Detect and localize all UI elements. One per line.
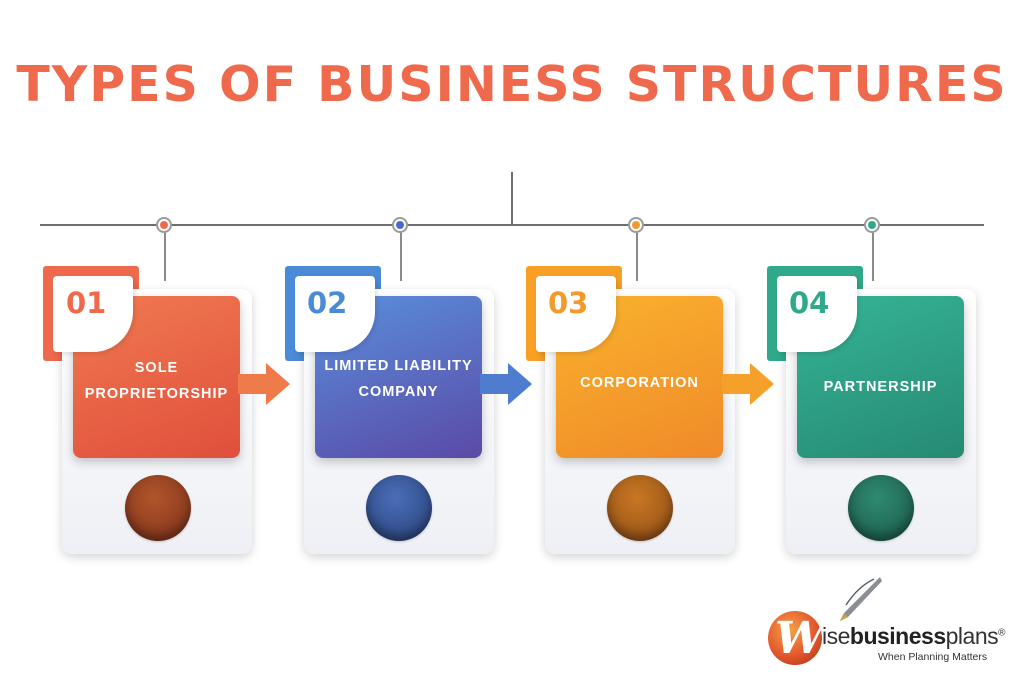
logo-tagline: When Planning Matters (878, 651, 988, 663)
step-2-number: 02 (307, 286, 348, 320)
step-4-circle (848, 475, 914, 541)
step-1-dot (156, 217, 172, 233)
step-2-arrow-head (508, 363, 532, 405)
timeline-connector (511, 172, 513, 225)
step-2-stem (400, 233, 402, 281)
pen-icon (840, 577, 882, 621)
step-4-dot (864, 217, 880, 233)
step-3-dot (628, 217, 644, 233)
step-2-dot (392, 217, 408, 233)
logo-part-business: business (849, 623, 946, 649)
logo-part-ise: ise (822, 623, 850, 649)
logo-part-plans: plans (945, 623, 999, 649)
step-1-number: 01 (66, 286, 107, 320)
step-2-label-line1: LIMITED LIABILITY (324, 358, 473, 374)
step-1-label-line1: SOLE (134, 360, 179, 376)
step-1-stem (164, 233, 166, 281)
brand-logo: W isebusinessplans® When Planning Matter… (768, 575, 1008, 675)
step-1-circle (125, 475, 191, 541)
step-4-number: 04 (789, 286, 830, 320)
step-1-arrow (238, 374, 268, 394)
step-1-notch (53, 276, 133, 352)
step-1-arrow-head (266, 363, 290, 405)
step-3-number: 03 (548, 286, 589, 320)
step-3-arrow (722, 374, 752, 394)
step-2-notch (295, 276, 375, 352)
step-3-circle (607, 475, 673, 541)
logo-emblem (768, 611, 822, 665)
step-2-arrow (480, 374, 510, 394)
step-2-label-line2: COMPANY (358, 384, 439, 400)
step-3-label-line1: CORPORATION (580, 375, 699, 391)
step-3-notch (536, 276, 616, 352)
step-3-stem (636, 233, 638, 281)
step-1-label-line2: PROPRIETORSHIP (84, 386, 229, 402)
logo-wordmark: isebusinessplans® (822, 623, 1005, 650)
page-title: TYPES OF BUSINESS STRUCTURES (16, 56, 1008, 113)
step-2-circle (366, 475, 432, 541)
logo-letter: W (775, 613, 825, 664)
step-4-stem (872, 233, 874, 281)
step-4-label-line1: PARTNERSHIP (823, 379, 938, 395)
step-4-notch (777, 276, 857, 352)
logo-registered: ® (998, 627, 1005, 639)
step-3-arrow-head (750, 363, 774, 405)
